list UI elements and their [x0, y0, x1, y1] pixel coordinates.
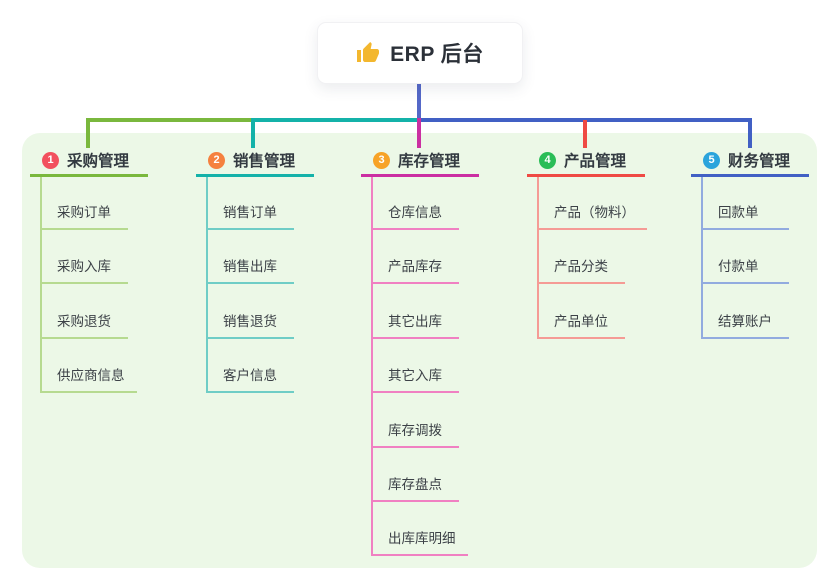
branches-panel — [22, 133, 817, 568]
branch-number-badge: 5 — [703, 151, 720, 169]
branch-title-1[interactable]: 1 采购管理 — [30, 146, 148, 177]
child-node[interactable]: 采购退货 — [42, 284, 128, 339]
child-node[interactable]: 产品单位 — [539, 284, 625, 339]
child-node[interactable]: 采购入库 — [42, 230, 128, 285]
child-node[interactable]: 采购订单 — [42, 177, 128, 230]
branch-title-label: 销售管理 — [233, 153, 296, 170]
branch-number-badge: 1 — [42, 151, 59, 169]
child-node[interactable]: 销售订单 — [208, 177, 294, 230]
branch-5: 5 财务管理回款单付款单结算账户 — [691, 146, 839, 339]
branch-1: 1 采购管理采购订单采购入库采购退货供应商信息 — [30, 146, 180, 394]
branch-title-3[interactable]: 3 库存管理 — [361, 146, 479, 177]
child-node[interactable]: 销售出库 — [208, 230, 294, 285]
child-node[interactable]: 付款单 — [703, 230, 789, 285]
branch-children-5: 回款单付款单结算账户 — [701, 177, 839, 339]
thumbs-up-icon — [356, 41, 380, 65]
root-title: ERP 后台 — [390, 43, 484, 66]
child-node[interactable]: 供应商信息 — [42, 339, 137, 394]
child-node[interactable]: 销售退货 — [208, 284, 294, 339]
branch-title-4[interactable]: 4 产品管理 — [527, 146, 645, 177]
branch-title-label: 财务管理 — [728, 153, 791, 170]
child-node[interactable]: 产品分类 — [539, 230, 625, 285]
child-node[interactable]: 结算账户 — [703, 284, 789, 339]
branch-number-badge: 4 — [539, 151, 556, 169]
child-node[interactable]: 产品（物料） — [539, 177, 647, 230]
branch-4: 4 产品管理产品（物料）产品分类产品单位 — [527, 146, 677, 339]
branch-title-label: 库存管理 — [398, 153, 461, 170]
branch-title-5[interactable]: 5 财务管理 — [691, 146, 809, 177]
branch-children-1: 采购订单采购入库采购退货供应商信息 — [40, 177, 180, 394]
child-node[interactable]: 客户信息 — [208, 339, 294, 394]
branch-2: 2 销售管理销售订单销售出库销售退货客户信息 — [196, 146, 346, 394]
child-node[interactable]: 库存盘点 — [373, 448, 459, 502]
branch-3: 3 库存管理仓库信息产品库存其它出库其它入库库存调拨库存盘点出库库明细 — [361, 146, 511, 557]
root-node[interactable]: ERP 后台 — [317, 22, 523, 84]
child-node[interactable]: 出库库明细 — [373, 502, 468, 557]
branch-title-label: 采购管理 — [67, 153, 130, 170]
branch-number-badge: 3 — [373, 151, 390, 169]
child-node[interactable]: 回款单 — [703, 177, 789, 230]
branch-title-label: 产品管理 — [564, 153, 627, 170]
branch-title-2[interactable]: 2 销售管理 — [196, 146, 314, 177]
child-node[interactable]: 库存调拨 — [373, 393, 459, 448]
child-node[interactable]: 产品库存 — [373, 230, 459, 285]
child-node[interactable]: 其它入库 — [373, 339, 459, 394]
branch-children-3: 仓库信息产品库存其它出库其它入库库存调拨库存盘点出库库明细 — [371, 177, 511, 557]
branch-number-badge: 2 — [208, 151, 225, 169]
child-node[interactable]: 仓库信息 — [373, 177, 459, 230]
child-node[interactable]: 其它出库 — [373, 284, 459, 339]
branch-children-4: 产品（物料）产品分类产品单位 — [537, 177, 677, 339]
branch-children-2: 销售订单销售出库销售退货客户信息 — [206, 177, 346, 394]
